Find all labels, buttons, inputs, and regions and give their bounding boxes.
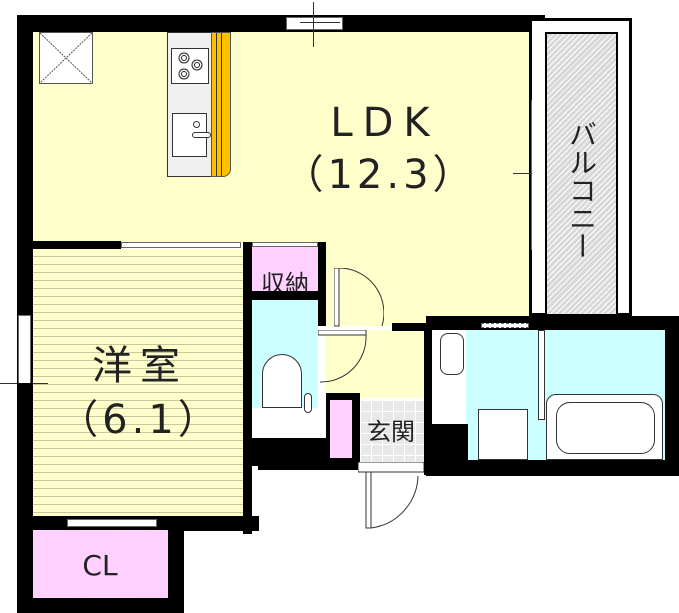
wall-entrance-bottom [258, 458, 358, 470]
washing-machine[interactable] [478, 409, 528, 460]
wall-wet-top [426, 316, 679, 330]
storage [252, 247, 318, 291]
toilet-remote [304, 393, 312, 413]
wall-wet-right [665, 316, 679, 476]
ldk-size: （12.3） [283, 152, 477, 198]
storage-door[interactable] [252, 242, 318, 247]
entrance-label: 玄関 [367, 418, 415, 446]
window-top [286, 17, 343, 30]
door-toilet[interactable] [317, 329, 368, 388]
closet [33, 530, 168, 598]
window-top-mark [313, 2, 314, 47]
wall-hall-top [392, 323, 432, 331]
closet-door[interactable] [67, 519, 157, 527]
wall-top [17, 15, 532, 32]
ldk-room [33, 32, 529, 242]
wash-basin[interactable] [440, 333, 464, 375]
yoshitsu-size: （6.1） [58, 397, 222, 443]
entrance [360, 400, 424, 464]
kitchen-bar-counter [211, 32, 231, 177]
yoshitsu-label: 洋室 [92, 343, 188, 389]
wall-left-lower [17, 383, 33, 613]
wall-washroom-block [432, 424, 468, 464]
washroom-door[interactable] [481, 323, 529, 328]
ldk-label: LDK [330, 100, 440, 146]
wall-left [17, 15, 33, 383]
sliding-door-yoshitsu[interactable] [121, 242, 241, 248]
kitchen-sink[interactable] [172, 113, 211, 157]
wall-wet-bottom [426, 460, 679, 476]
wall-storage-right [318, 242, 326, 326]
bathtub[interactable] [546, 394, 663, 460]
refrigerator-space [39, 32, 93, 84]
bathroom-door[interactable] [538, 330, 545, 420]
wall-closet-bottom [17, 598, 184, 613]
wall-closet-right [168, 526, 184, 613]
yoshitsu-room [33, 249, 243, 516]
shoe-storage [330, 400, 352, 462]
entrance-door[interactable] [357, 461, 425, 530]
hallway [326, 330, 426, 398]
wall-yoshitsu-right [243, 242, 252, 534]
door-ldk[interactable] [333, 267, 385, 328]
toilet[interactable] [262, 354, 302, 408]
wall-ldk-yoshitsu [33, 241, 121, 249]
window-top-mark-h [300, 22, 340, 23]
gas-stove[interactable] [171, 48, 209, 84]
balcony-label: バルコニー [565, 120, 598, 260]
balcony [545, 32, 618, 316]
closet-label: CL [82, 549, 118, 582]
wall-storage-bottom [252, 291, 326, 300]
